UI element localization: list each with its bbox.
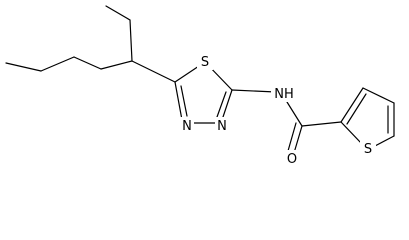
bond-th-c3-c4 xyxy=(362,87,395,104)
bond-n4-c5-double xyxy=(180,85,188,117)
atom-n-ring-left: N xyxy=(182,119,192,134)
bond-c2-n3-double xyxy=(216,91,227,118)
bond-butyl-2 xyxy=(73,56,102,70)
bond-ethyl-ch3 xyxy=(105,5,131,21)
atom-labels: S NH N N O S xyxy=(180,52,376,167)
bond-th-s-c2 xyxy=(340,121,363,145)
atom-nh-amide: NH xyxy=(274,87,294,102)
bond-butyl-3 xyxy=(40,56,75,72)
structure-canvas: S NH N N O S xyxy=(5,5,395,167)
bond-c2-n3 xyxy=(221,89,233,121)
atom-o-carbonyl: O xyxy=(287,152,297,167)
bond-th-c2-c3-double xyxy=(346,93,367,125)
bond-butyl-4 xyxy=(5,62,42,72)
bond-chain-to-ring xyxy=(131,60,176,83)
bond-th-c5-s xyxy=(372,135,395,148)
atom-s-thiophene: S xyxy=(364,142,372,157)
bond-n4-c5 xyxy=(174,81,183,121)
bond-th-c2-c3 xyxy=(340,87,364,123)
bond-c-o-double xyxy=(287,122,297,152)
atom-n-ring-right: N xyxy=(217,119,227,134)
bond-c-o xyxy=(293,125,303,154)
bonds xyxy=(5,5,395,154)
bond-butyl-1 xyxy=(100,60,133,70)
bond-nh-co xyxy=(286,101,303,127)
bond-ethyl-ch2 xyxy=(129,19,133,62)
bond-co-thiophene xyxy=(301,121,342,127)
bond-c2-nh xyxy=(231,89,277,93)
atom-s-thiadiazole: S xyxy=(201,55,209,70)
molecule-diagram: S NH N N O S xyxy=(5,5,395,167)
